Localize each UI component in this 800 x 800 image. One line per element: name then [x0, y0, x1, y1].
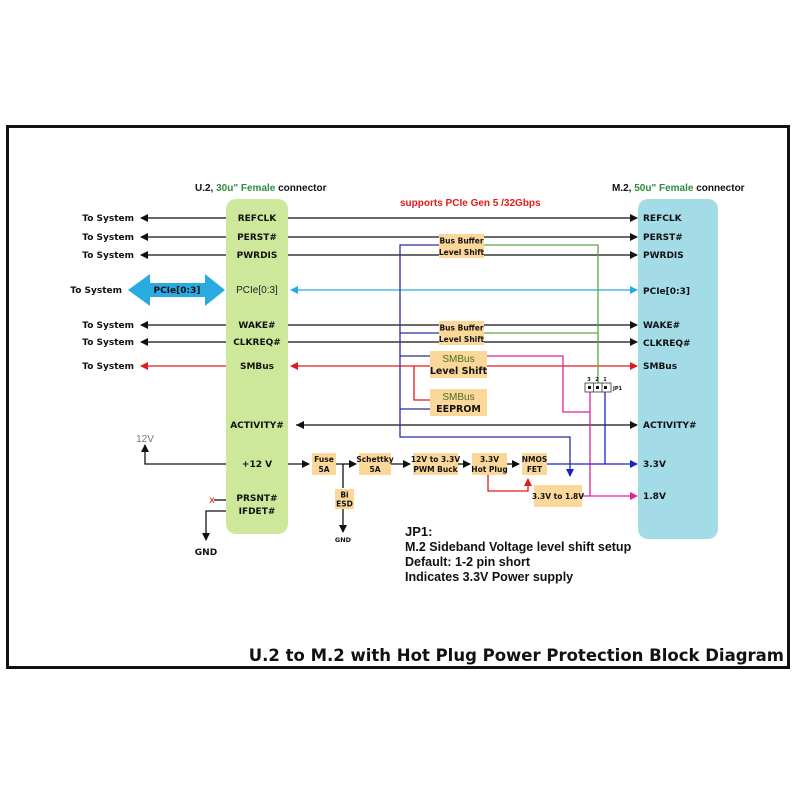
svg-text:Level Shift: Level Shift	[439, 248, 485, 257]
m2-pin-smbus: SMBus	[643, 362, 677, 372]
m2-pin-perst: PERST#	[643, 233, 683, 243]
v12-label: 12V	[136, 434, 154, 445]
m2-pin-1v8: 1.8V	[643, 492, 666, 502]
prsnt-nc-mark: x	[209, 495, 215, 506]
smbus-ls-magenta-line	[487, 355, 590, 413]
pcie-arrow-label: PCIe[0:3]	[153, 286, 200, 296]
svg-text:5A: 5A	[369, 465, 380, 474]
svg-text:EEPROM: EEPROM	[436, 404, 481, 415]
to-system-perst: To System	[82, 233, 134, 243]
to-system-pcie: To System	[70, 286, 122, 296]
u2-pin-activity: ACTIVITY#	[230, 421, 284, 431]
chip-nmos-fet: NMOS FET	[522, 453, 548, 475]
jp1-pin3-label: 3	[587, 377, 591, 383]
esd-gnd-label: GND	[335, 536, 352, 544]
chip-fuse: Fuse 5A	[312, 453, 336, 475]
jp1-pin2-label: 2	[595, 377, 599, 383]
pcie-gen5-banner: supports PCIe Gen 5 /32Gbps	[400, 198, 541, 209]
ifdet-gnd-label: GND	[195, 548, 217, 558]
u2-pin-ifdet: IFDET#	[239, 507, 276, 517]
m2-pin-pwrdis: PWRDIS	[643, 251, 684, 261]
svg-text:SMBus: SMBus	[442, 392, 474, 403]
jp1-pin2-line	[484, 244, 599, 385]
to-system-pwrdis: To System	[82, 251, 134, 261]
chip-smbus-eeprom: SMBus EEPROM	[430, 389, 487, 416]
u2-pin-pwrdis: PWRDIS	[237, 251, 278, 261]
chip-smbus-level-shift: SMBus Level Shift	[430, 351, 488, 378]
svg-text:PWM Buck: PWM Buck	[413, 465, 458, 474]
chip-bus-buffer-2: Bus Buffer Level Shift	[439, 321, 485, 345]
svg-text:FET: FET	[527, 465, 543, 474]
m2-pin-pcie: PCIe[0:3]	[643, 287, 690, 297]
m2-connector-block	[638, 199, 718, 539]
u2-pin-prsnt: PRSNT#	[236, 494, 277, 504]
jp1-jumper: 3 2 1 JP1	[584, 377, 623, 393]
u2-pin-pcie: PCIe[0:3]	[236, 285, 278, 296]
to-system-refclk: To System	[82, 214, 134, 224]
u2-connector-block	[226, 199, 288, 534]
eeprom-smbus-line	[413, 366, 430, 401]
to-system-clkreq: To System	[82, 338, 134, 348]
m2-pin-activity: ACTIVITY#	[643, 421, 697, 431]
u2-connector-header: U.2, 30u" Female connector	[195, 183, 327, 194]
to-system-wake: To System	[82, 321, 134, 331]
chip-schottky: Schettky 5A	[356, 453, 394, 475]
svg-text:Fuse: Fuse	[314, 455, 334, 464]
u2-pin-12v: +12 V	[242, 460, 272, 470]
jp1-label: JP1	[612, 386, 623, 392]
chip-pwm-buck: 12V to 3.3V PWM Buck	[411, 453, 460, 475]
u2-pin-wake: WAKE#	[238, 321, 275, 331]
chip-ldo-1v8: 3.3V to 1.8V	[532, 485, 584, 507]
svg-text:Hot Plug: Hot Plug	[471, 465, 507, 474]
activity-arrow-left	[296, 421, 304, 429]
svg-text:Level Shift: Level Shift	[439, 335, 485, 344]
to-system-smbus: To System	[82, 362, 134, 372]
jp1-notes-line-2: Default: 1-2 pin short	[405, 555, 531, 569]
svg-text:Bi: Bi	[340, 491, 348, 500]
svg-text:3.3V to 1.8V: 3.3V to 1.8V	[532, 492, 584, 501]
svg-text:3.3V: 3.3V	[480, 455, 499, 464]
pcie-arrow-left	[290, 286, 298, 294]
jp1-notes-line-1: M.2 Sideband Voltage level shift setup	[405, 540, 632, 554]
smbus-arrow-left	[290, 362, 298, 370]
svg-text:Schettky: Schettky	[356, 455, 393, 464]
m2-pin-3v3: 3.3V	[643, 460, 666, 470]
jp1-pin1-label: 1	[603, 377, 607, 383]
m2-connector-header: M.2, 50u" Female connector	[612, 183, 745, 194]
svg-text:Level Shift: Level Shift	[430, 366, 488, 377]
chip-bi-esd: Bi ESD	[335, 489, 354, 509]
chip-hot-plug: 3.3V Hot Plug	[471, 453, 508, 475]
svg-text:12V to 3.3V: 12V to 3.3V	[411, 455, 460, 464]
diagram-title: U.2 to M.2 with Hot Plug Power Protectio…	[249, 646, 784, 665]
u2-pin-smbus: SMBus	[240, 362, 274, 372]
u2-pin-clkreq: CLKREQ#	[233, 338, 281, 348]
svg-text:NMOS: NMOS	[522, 455, 548, 464]
ifdet-gnd-line	[202, 510, 226, 541]
svg-text:SMBus: SMBus	[442, 354, 474, 365]
m2-pin-clkreq: CLKREQ#	[643, 339, 691, 349]
svg-text:5A: 5A	[318, 465, 329, 474]
diagram-frame	[6, 125, 790, 669]
u2-pin-perst: PERST#	[237, 233, 277, 243]
svg-text:ESD: ESD	[336, 500, 353, 509]
m2-pin-wake: WAKE#	[643, 321, 680, 331]
svg-text:Bus Buffer: Bus Buffer	[439, 324, 483, 333]
chip-bus-buffer-1: Bus Buffer Level Shift	[439, 234, 485, 258]
pcie-fat-arrow	[128, 274, 225, 306]
jp1-notes-heading: JP1:	[405, 524, 432, 539]
m2-pin-refclk: REFCLK	[643, 214, 683, 224]
u2-pin-refclk: REFCLK	[238, 214, 278, 224]
hotplug-gate-line	[487, 475, 532, 492]
v12-system-line	[141, 444, 226, 465]
vio-bus-line	[399, 244, 574, 477]
jp1-notes: JP1: M.2 Sideband Voltage level shift se…	[405, 524, 632, 584]
jp1-notes-line-3: Indicates 3.3V Power supply	[405, 570, 573, 584]
svg-text:Bus Buffer: Bus Buffer	[439, 237, 483, 246]
